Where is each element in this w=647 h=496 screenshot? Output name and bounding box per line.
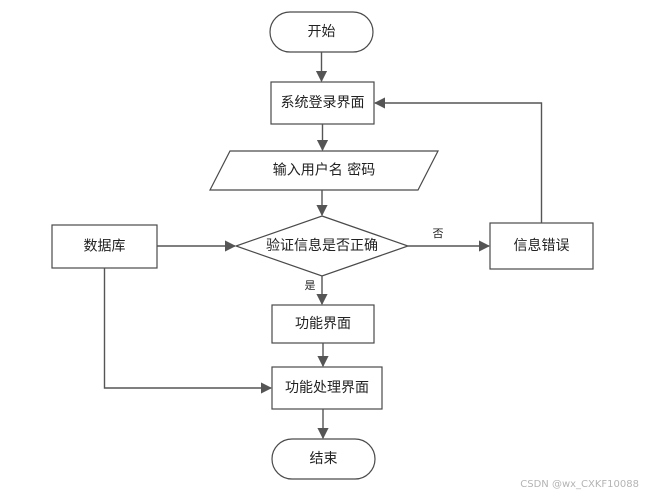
input-credentials-label: 输入用户名 密码 xyxy=(273,162,375,179)
function-processing-node: 功能处理界面 xyxy=(271,366,383,410)
edge-label-yes: 是 xyxy=(305,279,316,292)
edge-label-no: 否 xyxy=(433,227,444,240)
end-node: 结束 xyxy=(271,438,376,480)
error-label: 信息错误 xyxy=(514,237,570,254)
database-label: 数据库 xyxy=(84,239,126,255)
function-processing-label: 功能处理界面 xyxy=(285,380,369,396)
end-node-label: 结束 xyxy=(310,451,338,467)
verify-decision-label: 验证信息是否正确 xyxy=(266,237,378,254)
login-screen-node: 系统登录界面 xyxy=(270,81,375,125)
start-node: 开始 xyxy=(269,11,374,53)
input-credentials-node: 输入用户名 密码 xyxy=(209,150,439,191)
database-node: 数据库 xyxy=(51,224,158,269)
error-node: 信息错误 xyxy=(489,222,594,270)
watermark-text: CSDN @wx_CXKF10088 xyxy=(520,479,639,490)
function-screen-label: 功能界面 xyxy=(295,316,351,332)
login-screen-label: 系统登录界面 xyxy=(281,95,365,111)
function-screen-node: 功能界面 xyxy=(271,304,375,344)
verify-decision-node: 验证信息是否正确 xyxy=(234,215,410,277)
start-node-label: 开始 xyxy=(308,24,336,40)
arrow-database-to-processing xyxy=(103,268,273,394)
arrow-error-to-login xyxy=(373,97,543,223)
